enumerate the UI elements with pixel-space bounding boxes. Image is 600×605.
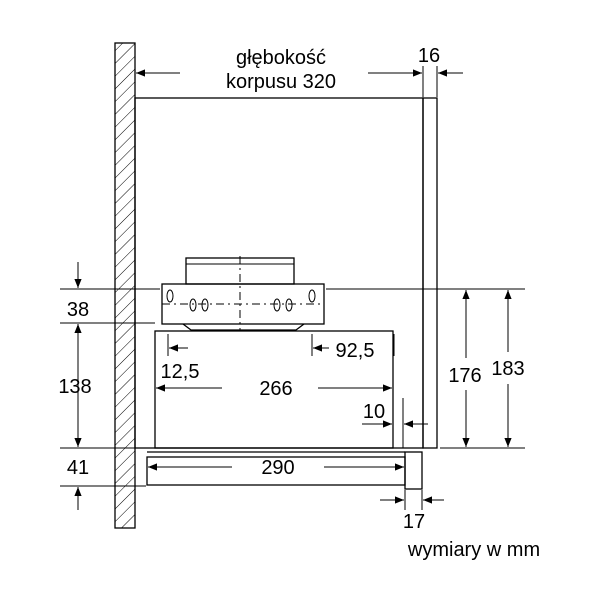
depth-label-line2: korpusu 320 — [226, 71, 336, 93]
dim-41-label: 41 — [67, 457, 89, 479]
dim-38-label: 38 — [67, 299, 89, 321]
dimension-17: 17 — [380, 490, 444, 533]
dimension-290: 290 — [148, 457, 404, 479]
dimension-right: 176 183 — [326, 288, 530, 449]
dimension-left: 38 138 41 — [58, 262, 160, 510]
dimension-16: 16 — [418, 45, 463, 97]
dim-290-label: 290 — [261, 457, 294, 479]
dim-183-label: 183 — [491, 358, 524, 380]
dim-17-label: 17 — [403, 511, 425, 533]
depth-label-line1: głębokość — [236, 47, 326, 69]
wall — [114, 42, 136, 529]
dim-12-5-label: 12,5 — [161, 361, 200, 383]
fan-motor — [161, 257, 325, 331]
units-caption: wymiary w mm — [407, 539, 540, 561]
dimension-92-5: 92,5 — [311, 334, 395, 362]
mounting-slots — [166, 289, 316, 312]
dimension-depth: głębokość korpusu 320 — [136, 47, 422, 93]
dimension-266: 266 — [156, 378, 392, 400]
dimension-10: 10 — [362, 398, 428, 448]
dim-266-label: 266 — [259, 378, 292, 400]
dimension-12-5: 12,5 — [161, 334, 200, 383]
center-lines — [162, 256, 324, 330]
extension-panel — [146, 451, 423, 490]
hood-body — [154, 330, 394, 449]
dim-92-5-label: 92,5 — [336, 340, 375, 362]
dim-16-label: 16 — [418, 45, 440, 67]
dim-176-label: 176 — [448, 365, 481, 387]
dim-138-label: 138 — [58, 376, 91, 398]
dim-10-label: 10 — [363, 401, 385, 423]
